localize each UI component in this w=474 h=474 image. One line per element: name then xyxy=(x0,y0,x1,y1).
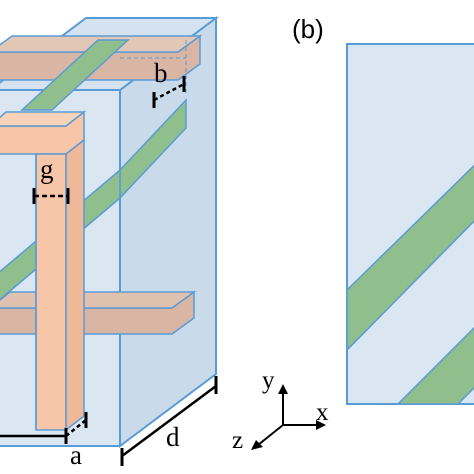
x-arrowhead xyxy=(316,420,326,430)
panel-b-label: (b) xyxy=(292,14,324,44)
dim-b-label: b xyxy=(154,58,168,88)
front-bar-vertical-side xyxy=(65,138,85,432)
y-axis-label: y xyxy=(262,367,275,394)
y-arrowhead xyxy=(278,384,288,394)
dim-a-depth xyxy=(65,419,87,437)
front-bar-top-arm-top xyxy=(0,111,87,127)
coordinate-axes: y x z xyxy=(232,367,329,454)
dim-b-line xyxy=(153,82,185,102)
z-axis-arrow xyxy=(257,424,284,446)
dim-a-label: a xyxy=(70,440,82,470)
dim-d-label: d xyxy=(166,422,180,452)
dim-d-line xyxy=(121,384,217,458)
box-side-face xyxy=(119,16,217,448)
z-axis-label: z xyxy=(232,427,243,454)
z-arrowhead xyxy=(251,440,263,450)
back-lower-bar-top xyxy=(0,291,197,309)
panel-a: g b a d xyxy=(0,16,219,470)
panel-b: (b) xyxy=(292,14,474,405)
panel-b-green-strip-lower xyxy=(396,326,474,404)
green-strip-top xyxy=(20,39,130,111)
x-axis-label: x xyxy=(316,399,329,426)
dim-g-label: g xyxy=(40,154,54,184)
panel-b-green-strip-upper xyxy=(347,164,474,352)
